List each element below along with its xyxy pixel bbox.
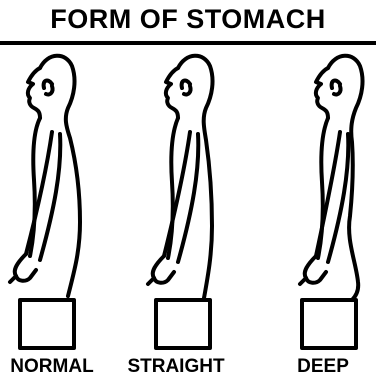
- figure-normal: [10, 56, 80, 348]
- caption-deep: DEEP: [278, 356, 368, 378]
- figure-deep: [300, 56, 363, 348]
- caption-normal: NORMAL: [2, 356, 102, 378]
- caption-straight: STRAIGHT: [124, 356, 228, 378]
- figure-straight: [148, 56, 213, 348]
